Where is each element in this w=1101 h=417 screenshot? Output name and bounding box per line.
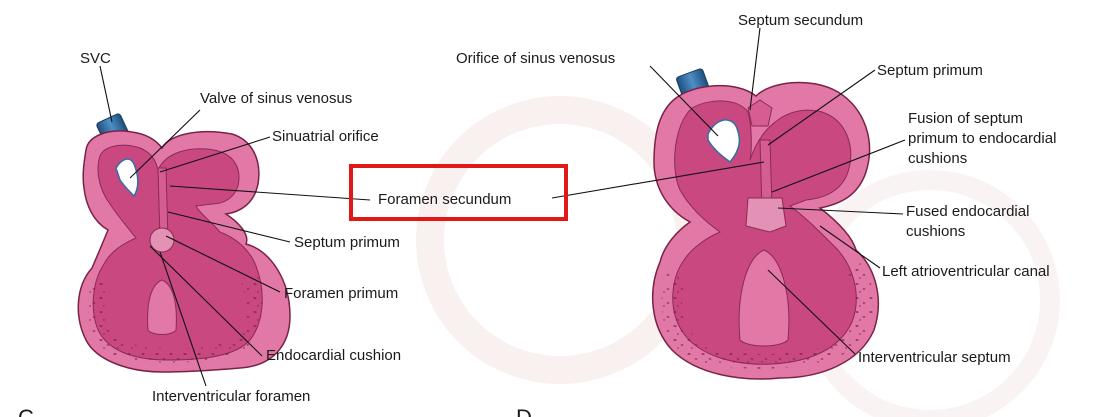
label-septum-primum-d: Septum primum bbox=[877, 62, 983, 79]
label-septum-secundum: Septum secundum bbox=[738, 12, 863, 29]
label-fused-line-2: cushions bbox=[906, 223, 965, 240]
label-foramen-secundum: Foramen secundum bbox=[378, 191, 511, 208]
label-valve-of-sinus-venosus: Valve of sinus venosus bbox=[200, 90, 352, 107]
label-sinuatrial-orifice: Sinuatrial orifice bbox=[272, 128, 379, 145]
label-septum-primum-c: Septum primum bbox=[294, 234, 400, 251]
label-svc: SVC bbox=[80, 50, 111, 67]
label-foramen-primum: Foramen primum bbox=[284, 285, 398, 302]
heart-c-endocardial-cushion bbox=[150, 228, 174, 252]
label-fused-line-1: Fused endocardial bbox=[906, 203, 1029, 220]
label-fusion-line-2: primum to endocardial bbox=[908, 130, 1056, 147]
label-orifice-of-sinus-venosus: Orifice of sinus venosus bbox=[456, 50, 615, 67]
label-left-atrioventricular-canal: Left atrioventricular canal bbox=[882, 263, 1050, 280]
panel-letter-d: D bbox=[516, 405, 532, 417]
label-fusion-line-3: cushions bbox=[908, 150, 967, 167]
heart-d-fused-cushions bbox=[746, 198, 786, 232]
label-endocardial-cushion: Endocardial cushion bbox=[266, 347, 401, 364]
label-interventricular-foramen: Interventricular foramen bbox=[152, 388, 310, 405]
heart-c bbox=[78, 113, 290, 372]
label-interventricular-septum: Interventricular septum bbox=[858, 349, 1011, 366]
label-fusion-line-1: Fusion of septum bbox=[908, 110, 1023, 127]
panel-letter-c: C bbox=[18, 405, 34, 417]
